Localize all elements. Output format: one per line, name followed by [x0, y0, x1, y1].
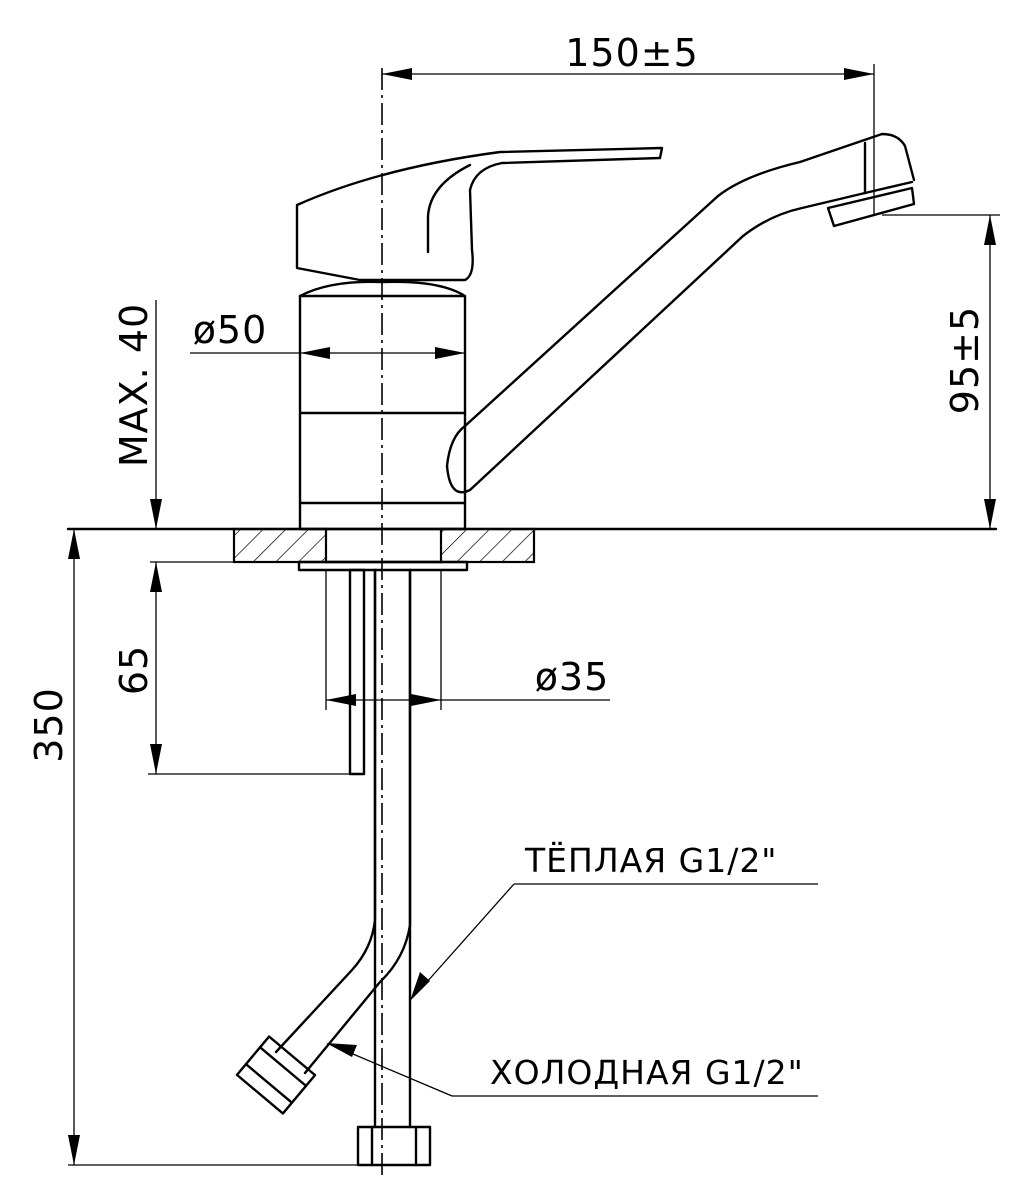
dim-spout-height: 95±5 — [882, 214, 1000, 529]
dim-hose-length: 350 — [27, 529, 358, 1166]
label-warm-inlet: ТЁПЛАЯ G1/2" — [524, 841, 778, 880]
dim-shank-length-text: 65 — [112, 645, 156, 695]
dim-shank-diameter: ø35 — [326, 655, 610, 706]
dim-body-diameter: ø50 — [190, 308, 465, 359]
leader-cold: ХОЛОДНАЯ G1/2" — [326, 1043, 818, 1097]
lever-handle — [295, 146, 664, 282]
label-cold-inlet: ХОЛОДНАЯ G1/2" — [490, 1053, 804, 1092]
shank — [325, 568, 442, 776]
dim-spout-reach-text: 150±5 — [565, 31, 699, 75]
dim-hose-length-text: 350 — [27, 687, 71, 763]
mounting-washer — [297, 560, 469, 572]
leader-warm: ТЁПЛАЯ G1/2" — [410, 841, 818, 1001]
hose-straight — [356, 568, 432, 1167]
dim-max-deck-text: MAX. 40 — [112, 303, 156, 467]
dim-max-deck: MAX. 40 — [112, 300, 234, 592]
hose-bent — [235, 568, 412, 1115]
dim-spout-reach: 150±5 — [382, 31, 875, 215]
dim-body-diameter-text: ø50 — [193, 308, 268, 352]
deck-section-right — [439, 527, 536, 564]
spout — [445, 132, 916, 494]
dim-shank-diameter-text: ø35 — [535, 655, 610, 699]
dim-spout-height-text: 95±5 — [943, 306, 987, 414]
countertop — [66, 527, 998, 572]
deck-section-left — [232, 527, 328, 564]
dim-shank-length: 65 — [112, 562, 350, 775]
